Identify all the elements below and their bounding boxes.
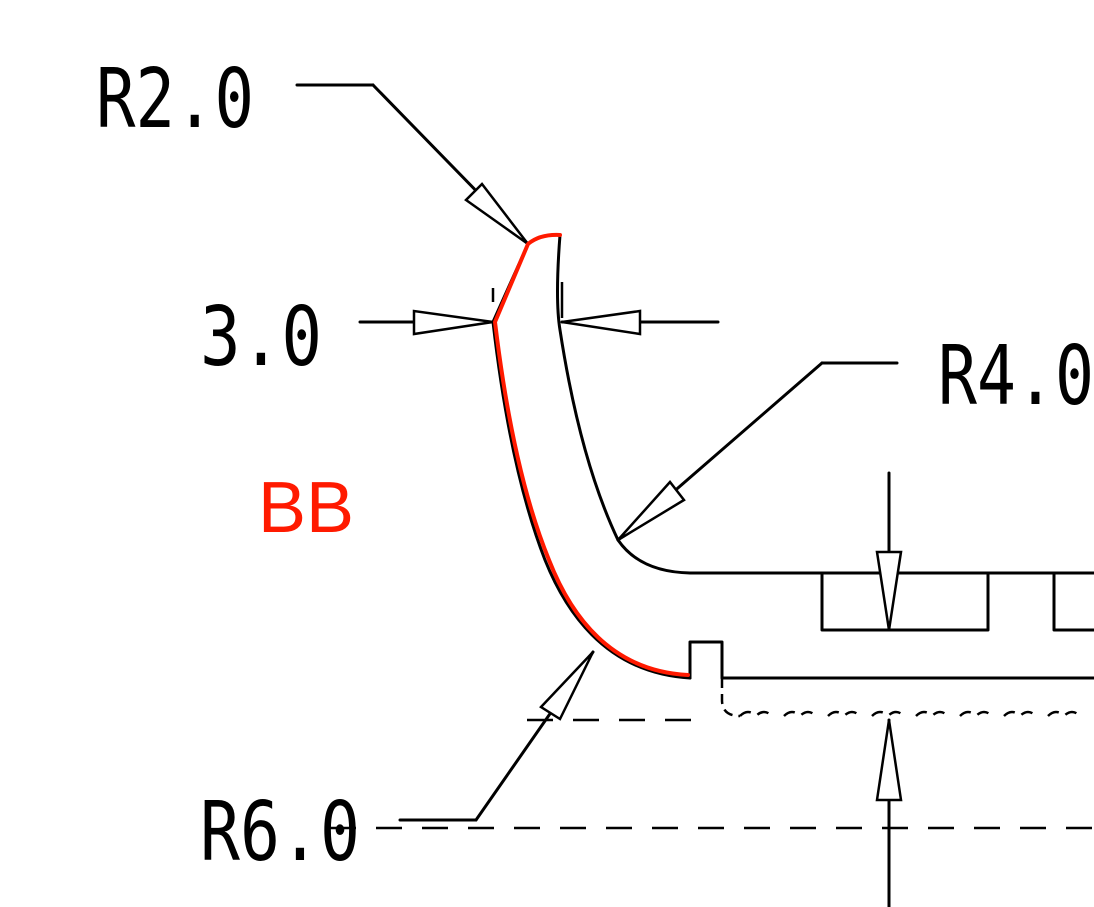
- r2-leader: [295, 83, 530, 246]
- r6-leader: [398, 650, 595, 822]
- flange-profile: [491, 233, 1094, 718]
- radius-label-r6: R6.0: [200, 785, 360, 880]
- radius-label-r4: R4.0: [938, 329, 1094, 424]
- radius-label-r2: R2.0: [96, 52, 254, 147]
- thickness-label: 3.0: [200, 290, 322, 385]
- vertical-dimension: [875, 471, 903, 907]
- section-mark-bb: BB: [258, 468, 354, 548]
- slot-features: [820, 571, 1094, 632]
- hidden-lines: [330, 710, 1094, 830]
- r4-leader: [616, 361, 899, 542]
- highlighted-edge: [493, 232, 690, 677]
- thickness-dimension: [358, 282, 720, 336]
